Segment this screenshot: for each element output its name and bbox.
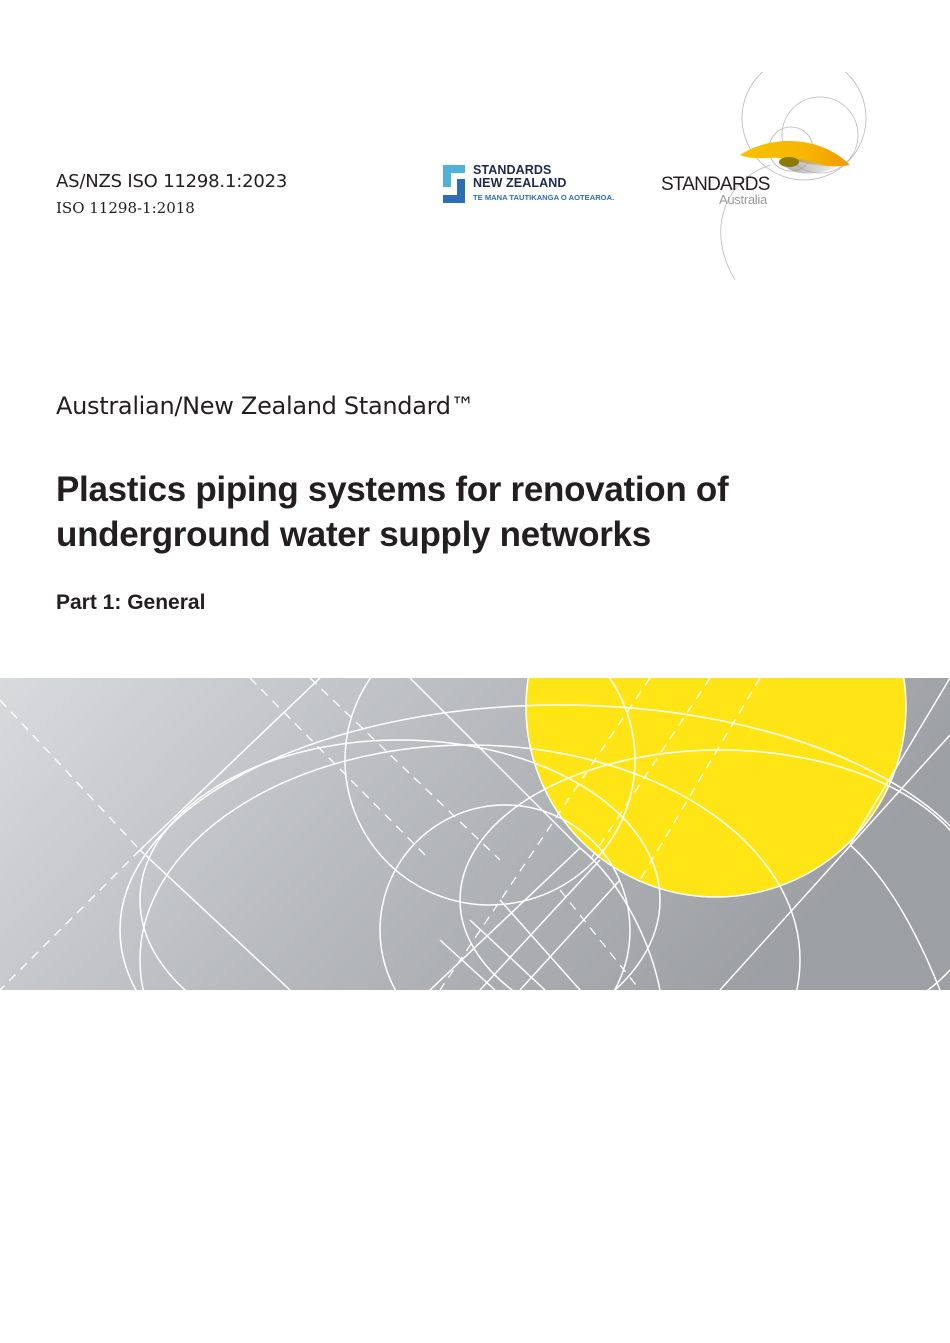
standards-nz-logo bbox=[443, 165, 613, 205]
document-title-line2: underground water supply networks bbox=[56, 515, 651, 554]
document-title: Plastics piping systems for renovation o… bbox=[56, 467, 856, 557]
document-part: Part 1: General bbox=[56, 591, 206, 614]
standards-australia-name: STANDARDS bbox=[661, 174, 770, 195]
standard-number: AS/NZS ISO 11298.1:2023 bbox=[56, 171, 288, 192]
standards-nz-mark-icon bbox=[443, 165, 465, 203]
standards-australia-swoosh-icon bbox=[720, 72, 867, 281]
standard-type-label: Australian/New Zealand Standard™ bbox=[56, 392, 475, 420]
cover-geometric-graphic bbox=[0, 678, 950, 990]
standards-nz-tagline: TE MANA TAUTIKANGA O AOTEAROA. bbox=[473, 193, 615, 202]
standards-australia-sub: Australia bbox=[719, 192, 767, 207]
standards-nz-line1: STANDARDS bbox=[473, 163, 552, 177]
document-title-line1: Plastics piping systems for renovation o… bbox=[56, 470, 729, 509]
iso-number: ISO 11298-1:2018 bbox=[56, 199, 195, 217]
yellow-circle-icon bbox=[525, 678, 907, 898]
standards-nz-line2: NEW ZEALAND bbox=[473, 176, 567, 190]
standards-nz-name: STANDARDS NEW ZEALAND bbox=[473, 164, 566, 190]
